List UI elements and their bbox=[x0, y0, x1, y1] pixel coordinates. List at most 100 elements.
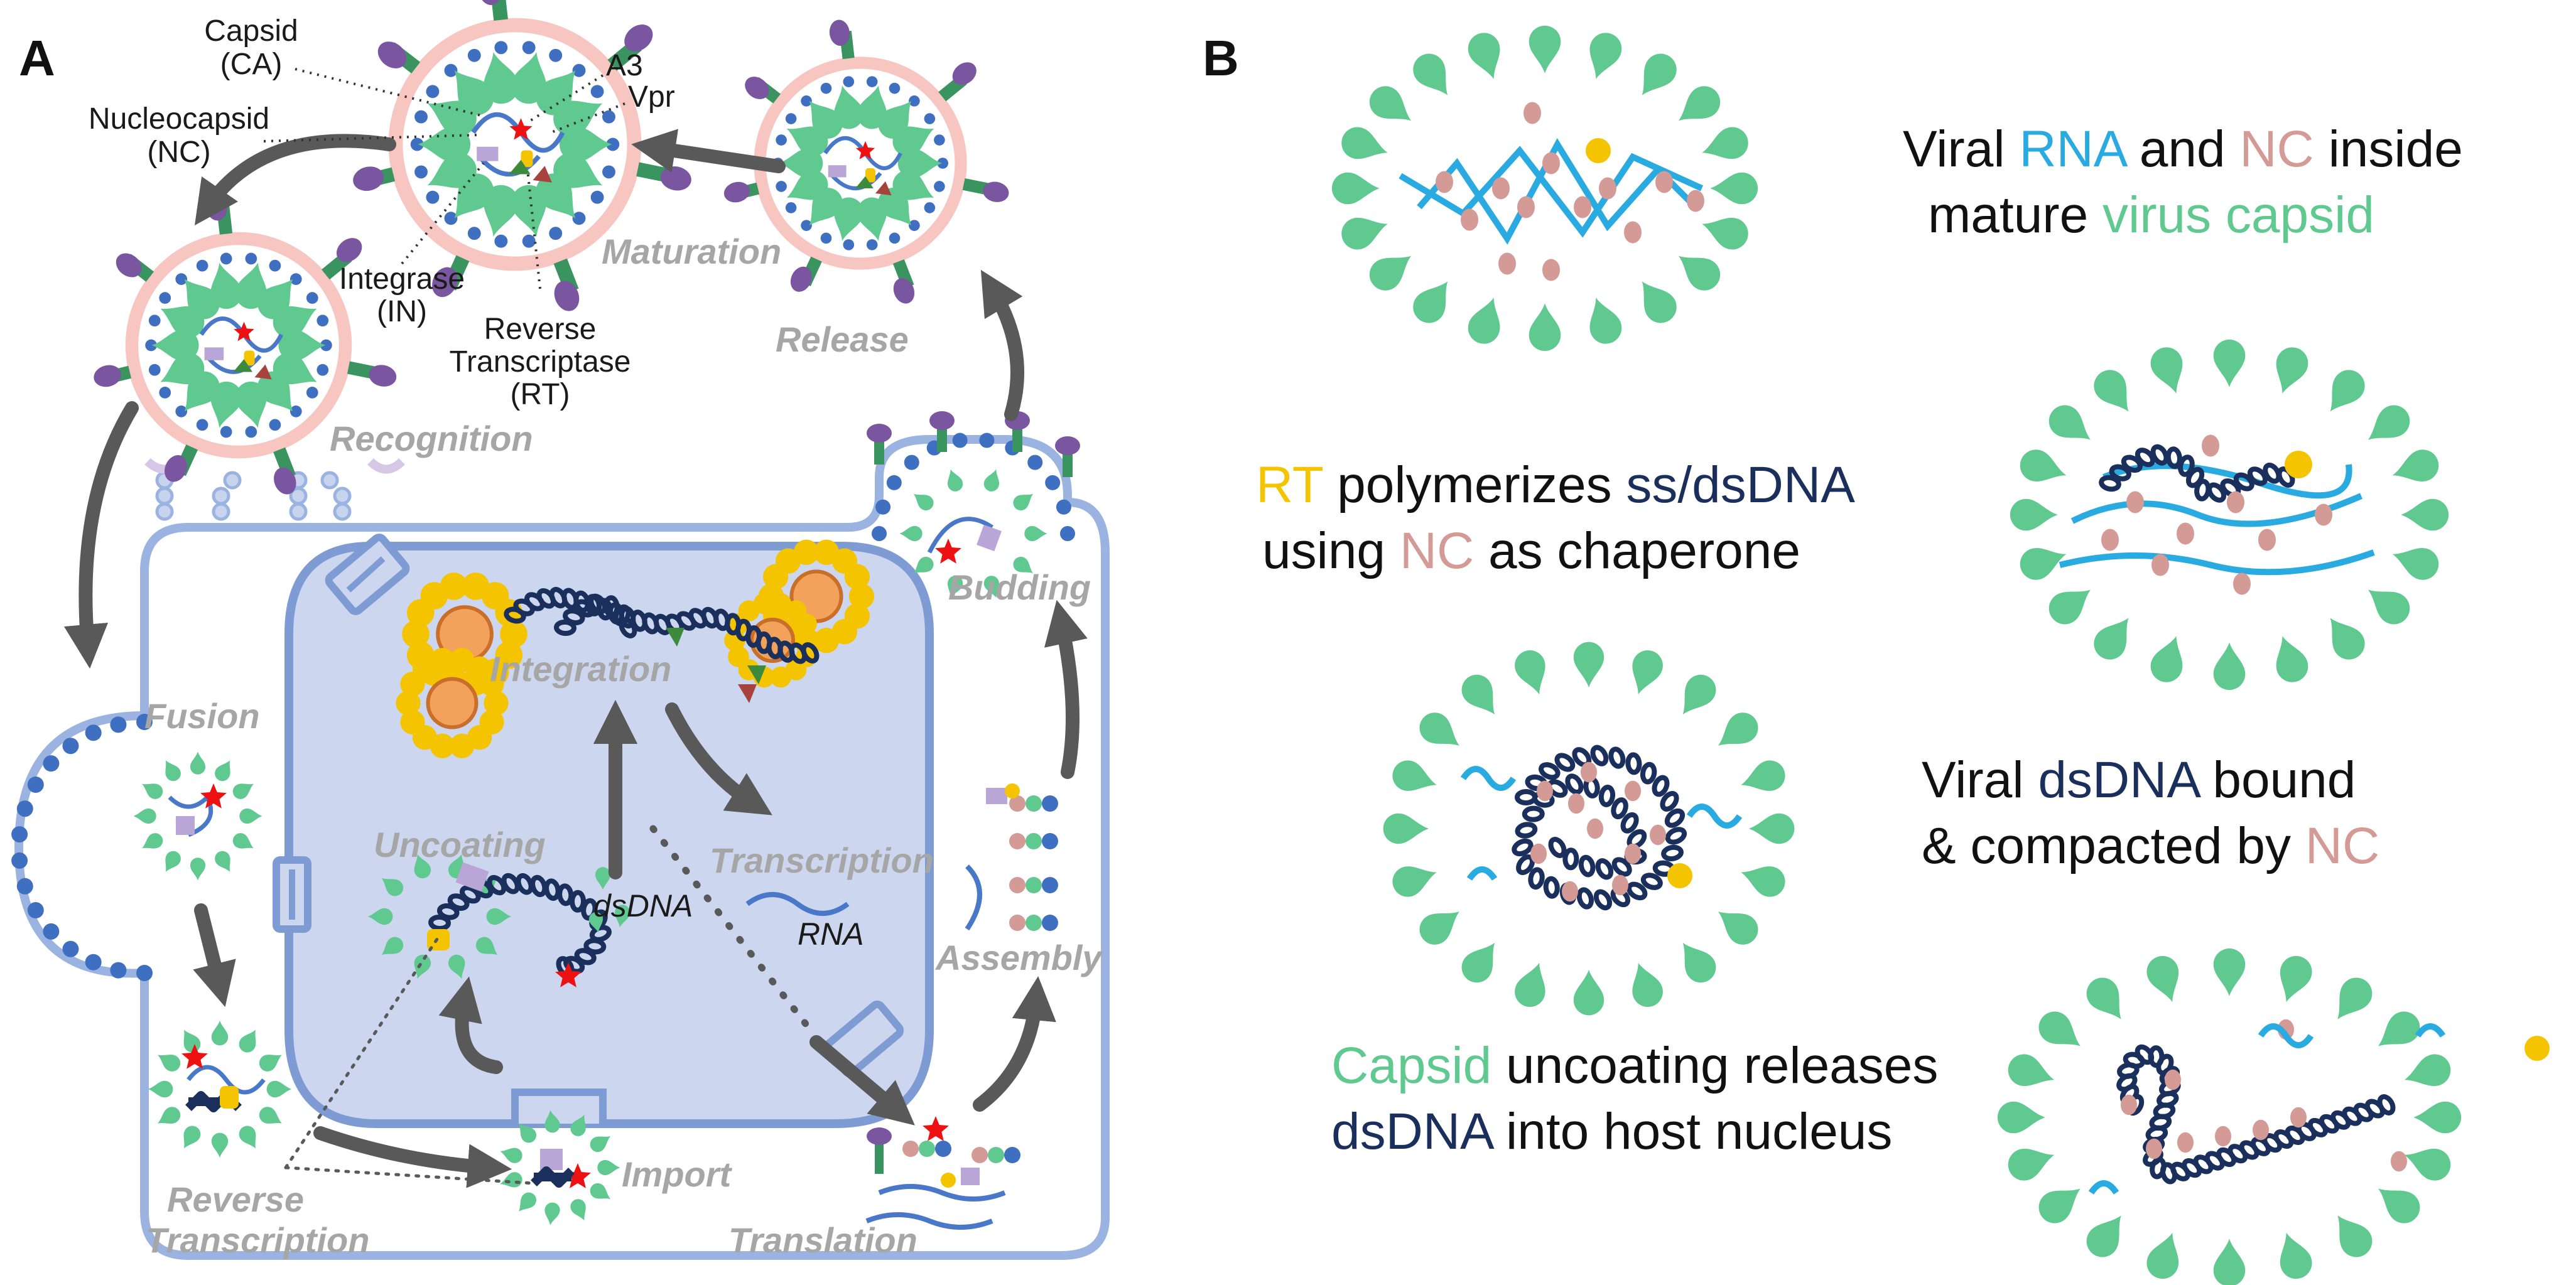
reverse-transcriptase bbox=[865, 168, 875, 183]
envelope-spike-head bbox=[624, 24, 653, 51]
capsid-protein bbox=[2213, 642, 2246, 691]
rna-label: RNA bbox=[798, 917, 864, 952]
capsid-protein bbox=[133, 808, 156, 824]
arrow-integration-to-transcription bbox=[665, 702, 772, 815]
capsid-protein bbox=[1718, 911, 1758, 945]
capsid-protein bbox=[259, 1107, 282, 1124]
viral-dsdna bbox=[459, 885, 481, 904]
envelope-spike-head bbox=[952, 62, 977, 85]
caption-segment: uncoating releases bbox=[1491, 1037, 1938, 1094]
stage-label-reverse: Reverse bbox=[167, 1180, 304, 1219]
matrix-protein bbox=[979, 433, 995, 448]
caption-segment: as chaperone bbox=[1474, 522, 1800, 579]
capsid-protein bbox=[160, 352, 205, 385]
capsid-protein bbox=[2038, 1011, 2081, 1046]
nucleocapsid-protein bbox=[1523, 102, 1541, 124]
caption-segment: mature bbox=[1928, 186, 2102, 244]
viral-mrna bbox=[865, 1212, 993, 1230]
matrix-protein bbox=[269, 419, 281, 431]
stage-label-integration: Integration bbox=[490, 649, 671, 689]
envelope-spike-head bbox=[369, 365, 397, 387]
stage-label-fusion: Fusion bbox=[144, 696, 260, 736]
host-dsdna bbox=[563, 608, 585, 626]
integrase-star bbox=[923, 1116, 949, 1141]
capsid-protein bbox=[1013, 493, 1034, 511]
virion-import bbox=[500, 1110, 620, 1225]
integrase-protein bbox=[747, 665, 766, 684]
caption-segment: and bbox=[2125, 121, 2239, 178]
nucleocapsid-protein bbox=[2258, 529, 2276, 551]
nucleocapsid-protein bbox=[2121, 1094, 2137, 1116]
capsid-protein bbox=[266, 1080, 292, 1098]
caption-segment: RNA bbox=[2019, 121, 2128, 178]
capsid-protein bbox=[484, 52, 519, 104]
capsid-protein bbox=[2280, 955, 2312, 1003]
gag-polyprotein bbox=[1042, 833, 1058, 849]
matrix-protein bbox=[934, 134, 945, 146]
gag-polyprotein bbox=[1009, 915, 1026, 931]
viral-dsdna bbox=[530, 874, 548, 898]
envelope-spike-head bbox=[164, 455, 187, 482]
viral-dsdna bbox=[581, 898, 598, 921]
matrix-protein bbox=[148, 315, 161, 327]
capsid-protein bbox=[1573, 969, 1605, 1016]
integrase-protein bbox=[977, 524, 1002, 552]
capsid-protein bbox=[273, 306, 317, 338]
gag-polyprotein bbox=[1009, 877, 1026, 893]
envelope-spike-head bbox=[336, 238, 362, 262]
capsid-protein bbox=[833, 85, 863, 129]
capsid-protein bbox=[519, 1192, 537, 1212]
capsid-protein bbox=[519, 1124, 537, 1143]
stage-label-transcription-rt: Transcription bbox=[146, 1220, 370, 1260]
capsid-protein bbox=[595, 867, 611, 890]
caption-1-line-1: Viral RNA and NC inside bbox=[1903, 121, 2463, 178]
capsid-protein bbox=[1013, 556, 1034, 574]
capsid-protein bbox=[210, 262, 242, 309]
viral-rna bbox=[1399, 146, 1704, 238]
capsid-protein bbox=[1341, 217, 1388, 250]
capsid-protein bbox=[2378, 1011, 2420, 1046]
viral-dsdna bbox=[544, 878, 561, 901]
nucleocapsid-protein bbox=[1568, 793, 1584, 814]
viral-dsdna bbox=[2099, 475, 2121, 492]
viral-dsdna bbox=[557, 883, 574, 906]
matrix-protein bbox=[522, 41, 536, 55]
nucleocapsid-protein bbox=[1650, 824, 1666, 846]
chromatin-bead bbox=[430, 648, 455, 673]
caption-segment: ss/dsDNA bbox=[1626, 456, 1855, 513]
gag-polyprotein bbox=[1004, 1147, 1020, 1163]
arrow-maturation-to-recognition bbox=[194, 134, 396, 225]
capsid-protein bbox=[2276, 347, 2308, 394]
integrase-protein bbox=[477, 146, 499, 161]
matrix-protein bbox=[245, 426, 257, 438]
gag-polyprotein bbox=[988, 1147, 1004, 1163]
matrix-protein bbox=[85, 724, 102, 741]
capsid-protein bbox=[2150, 347, 2183, 394]
capsid-protein bbox=[1529, 25, 1561, 73]
capsid-protein bbox=[2280, 1232, 2312, 1279]
viral-rna bbox=[2415, 1023, 2446, 1038]
envelope-spike-head bbox=[893, 278, 915, 304]
vpr-protein bbox=[233, 359, 253, 372]
chromatin-bead bbox=[770, 666, 792, 688]
capsid-protein bbox=[232, 783, 254, 799]
integrase-star bbox=[509, 118, 533, 140]
matrix-protein bbox=[572, 212, 586, 225]
a3-protein bbox=[738, 684, 757, 703]
caption-3-line-1: Viral dsDNA bound bbox=[1922, 751, 2356, 809]
integration-scene bbox=[396, 539, 875, 916]
capsid-protein bbox=[239, 1030, 256, 1053]
matrix-protein bbox=[494, 234, 508, 248]
matrix-protein bbox=[934, 181, 945, 192]
matrix-protein bbox=[196, 419, 208, 431]
host-dsdna bbox=[588, 593, 607, 615]
viral-dsdna bbox=[1562, 847, 1579, 871]
matrix-protein bbox=[16, 800, 33, 817]
matrix-protein bbox=[1027, 454, 1043, 470]
matrix-protein bbox=[27, 777, 44, 793]
envelope-spike-head bbox=[432, 267, 458, 298]
viral-dsdna bbox=[428, 914, 451, 932]
matrix-protein bbox=[785, 202, 797, 213]
capsid-protein bbox=[2086, 977, 2121, 1019]
integrase-star bbox=[200, 783, 227, 809]
